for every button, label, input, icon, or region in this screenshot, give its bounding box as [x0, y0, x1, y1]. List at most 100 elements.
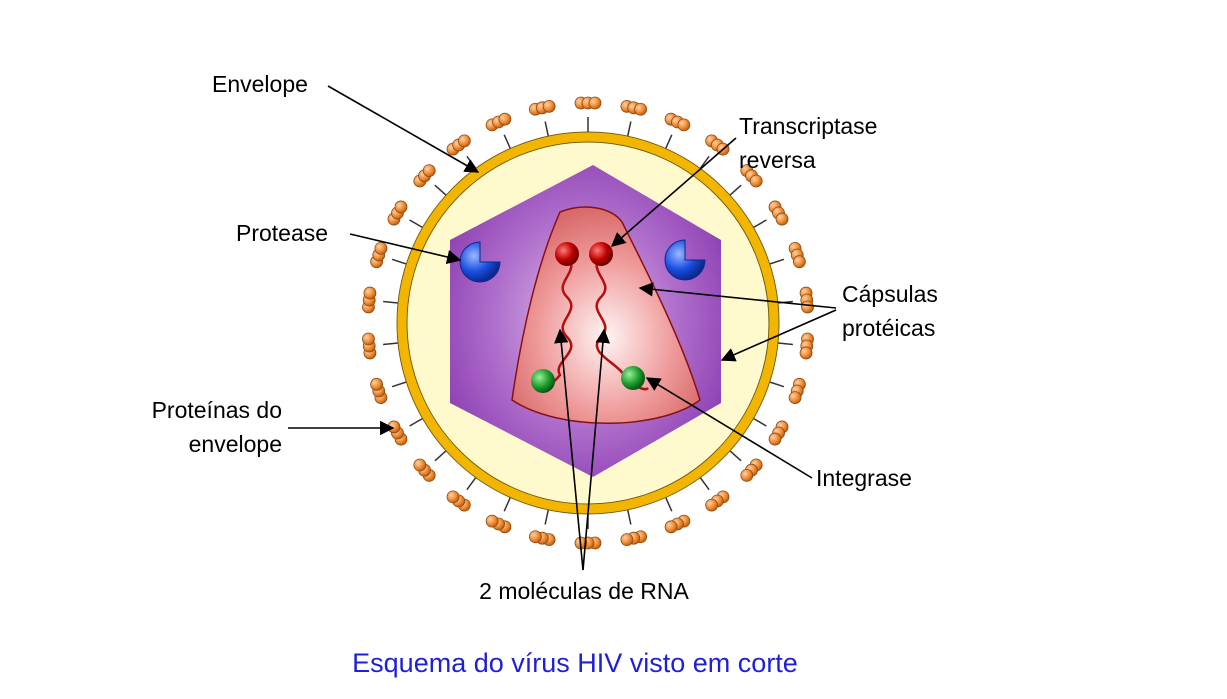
spike-glycoprotein — [664, 520, 678, 534]
envelope-protein-spike — [485, 112, 512, 149]
label-capsids-line1: Cápsulas — [842, 281, 938, 307]
envelope-protein-spike — [769, 241, 806, 269]
spike-glycoprotein — [588, 96, 602, 110]
label-envelope-proteins-line1: Proteínas do — [152, 397, 282, 423]
spike-stem — [434, 450, 447, 462]
spike-glycoprotein — [792, 255, 806, 269]
arrow-transcriptase — [610, 137, 737, 247]
spike-stem — [699, 155, 710, 169]
spike-glycoprotein — [768, 432, 782, 446]
spike-stem — [665, 497, 673, 512]
envelope-protein-spike — [729, 450, 763, 482]
reverse-transcriptase-left — [555, 242, 579, 266]
arrow-rna-right — [582, 328, 611, 571]
arrow-rna-left — [554, 328, 584, 571]
arrow-capsid-hexagon — [720, 309, 837, 362]
spike-glycoprotein — [457, 134, 471, 148]
spike-stem — [777, 342, 793, 346]
envelope-protein-spike — [664, 112, 691, 149]
label-envelope: Envelope — [212, 71, 308, 97]
spike-stem — [391, 258, 407, 265]
label-protease: Protease — [236, 220, 328, 246]
reverse-transcriptase-right — [589, 242, 613, 266]
envelope-protein-spike — [446, 134, 477, 169]
spike-glycoprotein — [542, 99, 556, 113]
spike-stem — [383, 342, 399, 346]
envelope-proteins-spikes — [362, 96, 814, 550]
spike-glycoprotein — [677, 118, 691, 132]
spike-stem — [503, 497, 511, 512]
spike-stem — [753, 219, 767, 229]
spike-stem — [544, 509, 550, 525]
spike-glycoprotein — [799, 346, 813, 360]
spike-stem — [409, 219, 423, 229]
spike-glycoprotein — [363, 286, 377, 300]
label-capsids-line2: protéicas — [842, 315, 935, 341]
envelope-protein-spike — [485, 497, 512, 534]
spike-stem — [466, 477, 477, 491]
envelope-protein-spike — [777, 332, 814, 360]
label-integrase: Integrase — [816, 465, 912, 491]
arrow-protease — [349, 233, 462, 265]
envelope-protein-spike — [664, 497, 691, 534]
spike-stem — [391, 381, 407, 388]
spike-glycoprotein — [413, 458, 427, 472]
spike-glycoprotein — [705, 498, 719, 512]
spike-stem — [409, 417, 423, 427]
spike-glycoprotein — [362, 332, 375, 346]
spike-glycoprotein — [374, 241, 388, 255]
spike-glycoprotein — [749, 174, 763, 188]
spike-glycoprotein — [529, 530, 542, 544]
envelope-protein-spike — [413, 450, 447, 482]
arrow-envelope — [327, 85, 480, 173]
integrase-right — [621, 366, 645, 390]
envelope-protein-spike — [370, 377, 407, 405]
spike-glycoprotein — [788, 391, 802, 405]
label-rna: 2 moléculas de RNA — [479, 578, 689, 604]
arrow-capsid-core — [638, 282, 837, 309]
envelope-protein-spike — [529, 99, 556, 137]
spike-glycoprotein — [498, 112, 512, 126]
envelope-protein-spike — [529, 509, 556, 547]
envelope-protein-spike — [362, 332, 399, 360]
label-transcriptase-line1: Transcriptase — [739, 113, 877, 139]
spike-glycoprotein — [446, 490, 460, 504]
spike-stem — [434, 184, 447, 196]
label-transcriptase-line2: reversa — [739, 147, 816, 173]
spike-stem — [626, 121, 632, 137]
protease-right — [664, 239, 706, 281]
protease-left — [459, 241, 501, 283]
spike-glycoprotein — [620, 533, 634, 547]
spike-stem — [665, 134, 673, 149]
envelope-protein-spike — [729, 164, 763, 196]
envelope-protein-spike — [753, 417, 789, 446]
integrase-left — [531, 369, 555, 393]
spike-glycoprotein — [740, 469, 754, 482]
diagram-caption: Esquema do vírus HIV visto em corte — [352, 648, 798, 678]
spike-stem — [729, 450, 742, 462]
arrow-integrase — [645, 377, 813, 479]
envelope-protein-spike — [699, 134, 730, 169]
envelope-protein-spike — [574, 96, 602, 132]
spike-stem — [626, 509, 632, 525]
spike-glycoprotein — [485, 514, 499, 528]
spike-glycoprotein — [775, 212, 789, 226]
spike-stem — [383, 300, 399, 304]
spike-stem — [544, 121, 550, 137]
spike-glycoprotein — [387, 420, 401, 434]
spike-stem — [503, 134, 511, 149]
envelope-protein-spike — [769, 377, 806, 405]
envelope-protein-spike — [413, 164, 447, 196]
spike-stem — [699, 477, 710, 491]
envelope-protein-spike — [370, 241, 407, 269]
spike-glycoprotein — [394, 200, 408, 214]
envelope-protein-spike — [620, 99, 647, 137]
envelope-protein-spike — [387, 200, 423, 229]
envelope-protein-spike — [777, 286, 814, 314]
label-envelope-proteins-line2: envelope — [189, 431, 282, 457]
envelope-protein-spike — [620, 509, 647, 547]
spike-stem — [729, 184, 742, 196]
envelope-protein-spike — [387, 417, 423, 446]
spike-stem — [769, 381, 785, 388]
